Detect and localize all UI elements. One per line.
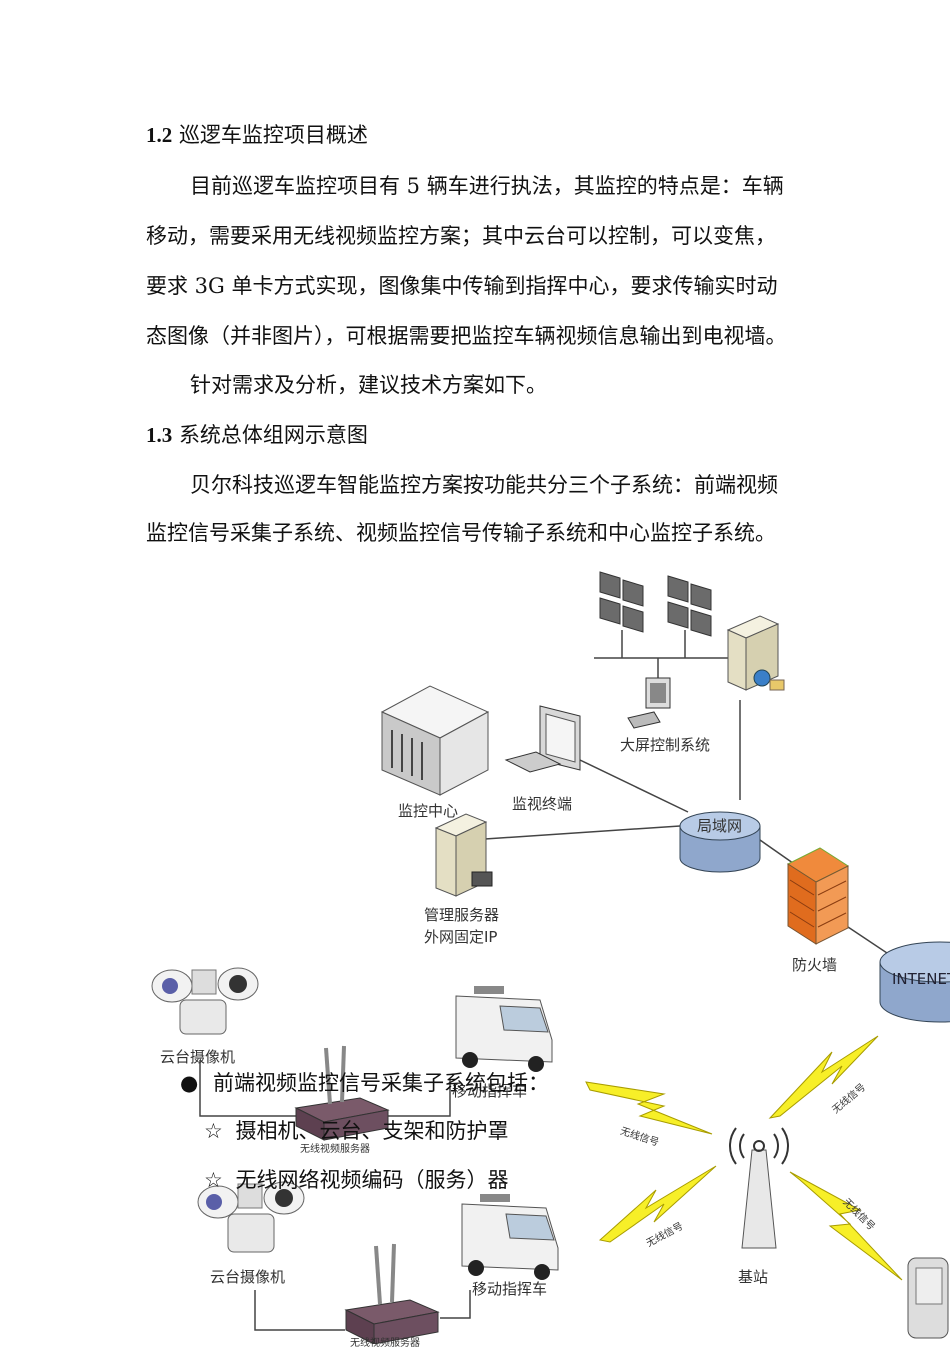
command-vehicle-label: 移动指挥车: [472, 1278, 547, 1299]
wall-server: [728, 616, 784, 690]
firewall-label: 防火墙: [792, 954, 837, 975]
star-icon: ☆: [204, 1119, 223, 1143]
big-screen-label: 大屏控制系统: [620, 734, 710, 755]
internet-label: INTENET: [892, 970, 950, 988]
bullet-item-text: 无线网络视频编码（服务）器: [236, 1168, 509, 1192]
wall-monitor: [691, 584, 711, 610]
lan-label: 局域网: [697, 815, 742, 836]
control-pc: [628, 678, 670, 728]
wall-monitor: [691, 610, 711, 636]
bullet-main-text: 前端视频监控信号采集子系统包括：: [213, 1071, 549, 1095]
fixed-ip-label: 外网固定IP: [424, 926, 497, 947]
ptz-camera-label: 云台摄像机: [210, 1266, 285, 1287]
wall-monitor: [600, 598, 620, 624]
command-vehicle-icon: [456, 986, 552, 1072]
building-icon: [382, 686, 488, 795]
wall-monitor: [623, 606, 643, 632]
monitor-center-label: 监控中心: [398, 800, 458, 821]
ptz-camera-icon: [152, 968, 258, 1034]
bullet-dot-icon: ●: [180, 1071, 198, 1095]
base-station-icon: [730, 1128, 788, 1248]
firewall-icon: [788, 848, 848, 944]
terminal-icon: [506, 706, 580, 772]
mgmt-server-label: 管理服务器: [424, 904, 499, 925]
wireless-server-icon: [346, 1244, 438, 1344]
mgmt-server: [436, 814, 492, 896]
wall-monitor: [623, 580, 643, 606]
ptz-camera-label: 云台摄像机: [160, 1046, 235, 1067]
wall-monitor: [600, 572, 620, 598]
bullet-item-text: 摄相机、云台、支架和防护罩: [236, 1119, 509, 1143]
handheld-device-icon: [908, 1258, 948, 1338]
bullet-main: ● 前端视频监控信号采集子系统包括：: [180, 1068, 549, 1098]
wall-monitor: [668, 602, 688, 628]
command-vehicle-icon: [462, 1194, 558, 1280]
star-icon: ☆: [204, 1168, 223, 1192]
wireless-server-label: 无线视频服务器: [350, 1334, 420, 1349]
bullet-item: ☆ 无线网络视频编码（服务）器: [204, 1165, 509, 1195]
monitor-terminal-label: 监视终端: [512, 793, 572, 814]
base-station-label: 基站: [738, 1266, 768, 1287]
bullet-item: ☆ 摄相机、云台、支架和防护罩: [204, 1116, 509, 1146]
wall-monitor: [668, 576, 688, 602]
